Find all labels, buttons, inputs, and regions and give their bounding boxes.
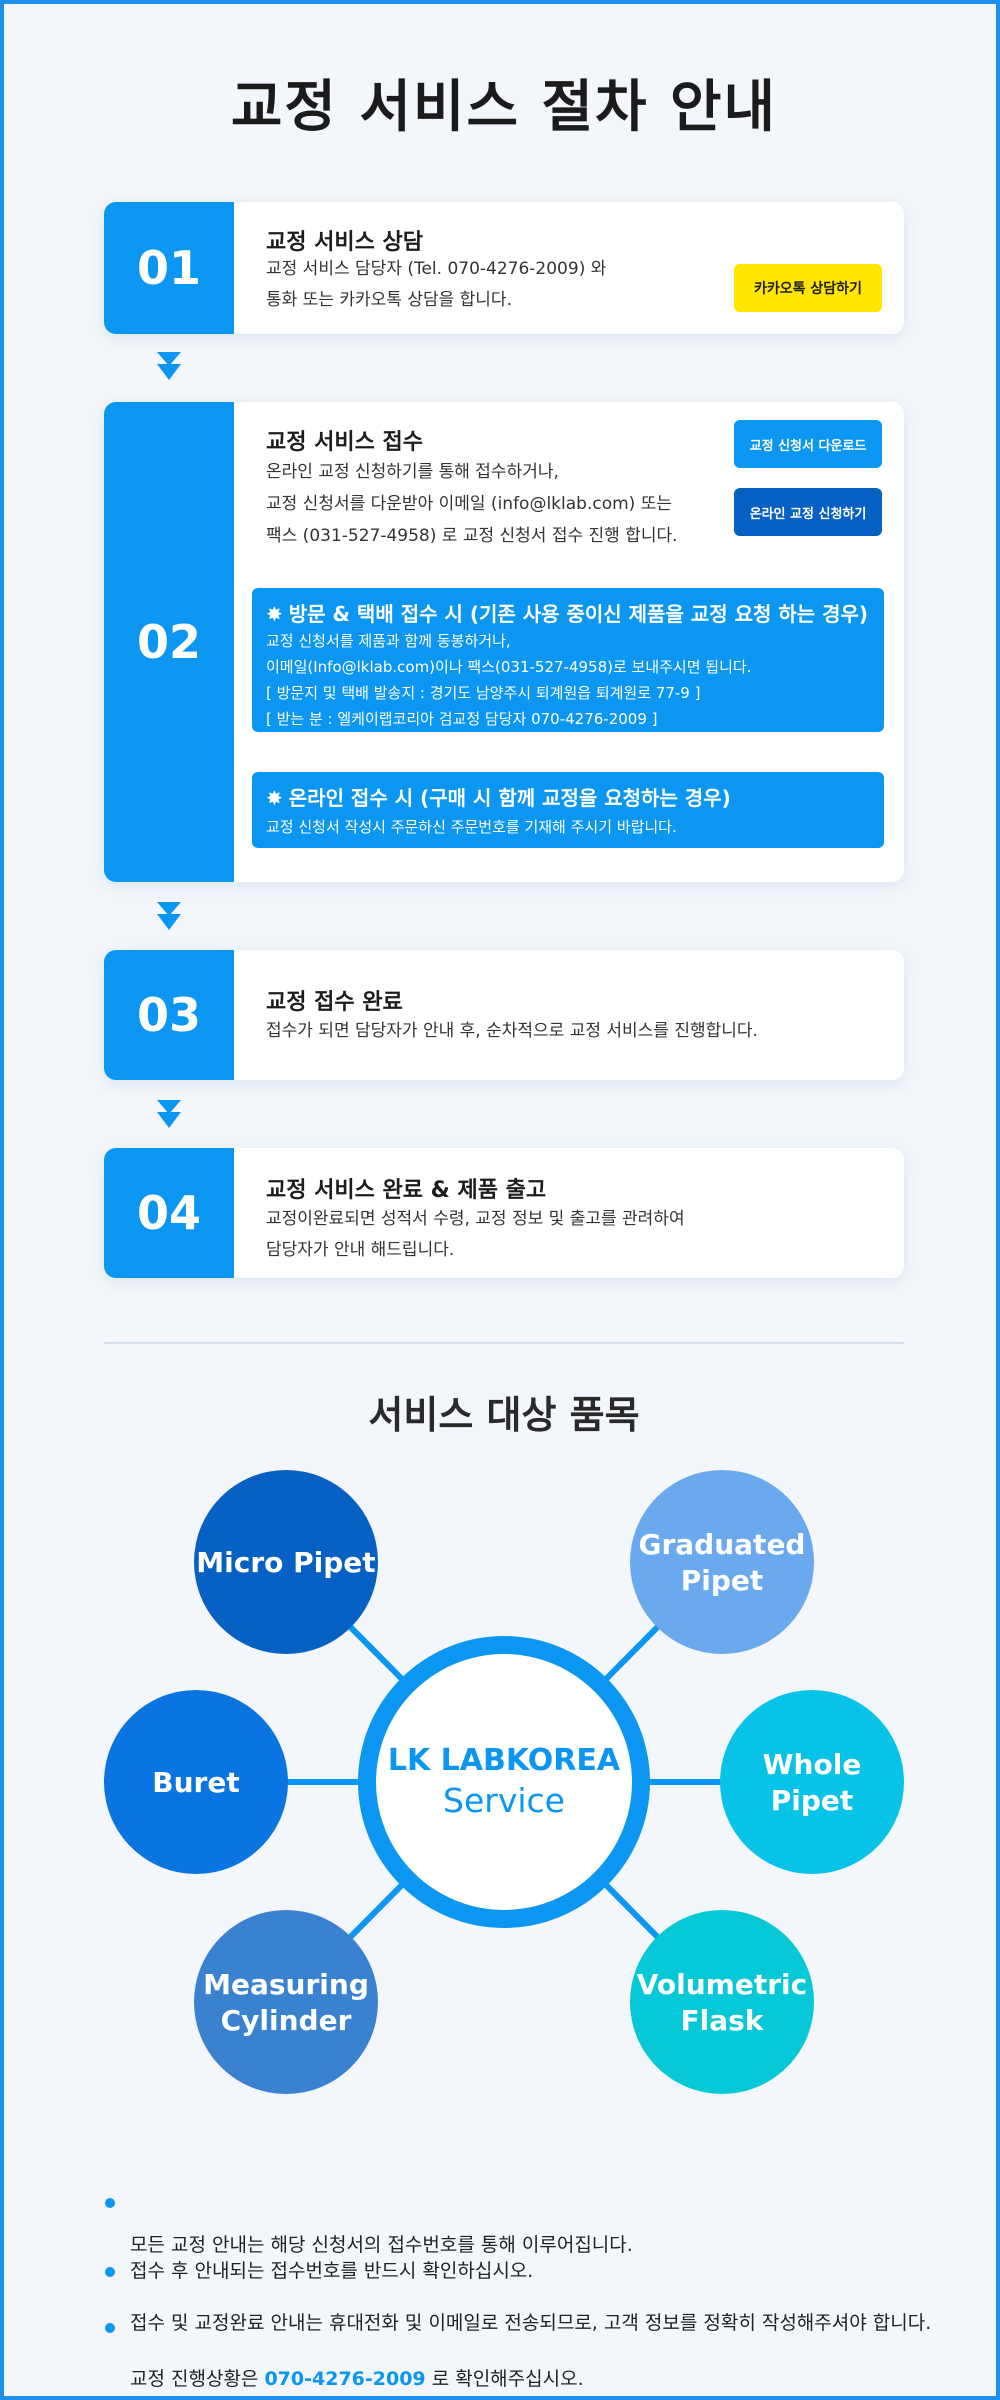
star-bullet-icon: [105, 2198, 115, 2208]
step-number: 04: [104, 1148, 234, 1278]
bubble-label: Buret: [152, 1766, 239, 1799]
service-bubble-buret: Buret: [104, 1690, 288, 1874]
service-bubble-micro-pipet: Micro Pipet: [194, 1470, 378, 1654]
notice-title: ✸방문 & 택배 접수 시 (기존 사용 중이신 제품을 교정 요청 하는 경우…: [266, 598, 868, 627]
step-number: 03: [104, 950, 234, 1080]
note-text: 로 확인해주십시오.: [425, 2368, 584, 2390]
step-card-03: 03 교정 접수 완료 접수가 되면 담당자가 안내 후, 순차적으로 교정 서…: [104, 950, 904, 1080]
step-description: 온라인 교정 신청하기를 통해 접수하거나, 교정 신청서를 다운받아 이메일 …: [266, 462, 678, 546]
notice-online: ✸온라인 접수 시 (구매 시 함께 교정을 요청하는 경우) 교정 신청서 작…: [252, 772, 884, 848]
step-number: 02: [104, 402, 234, 882]
bubble-label: Measuring: [203, 1968, 369, 2001]
service-bubble-measuring-cylinder: Measuring Cylinder: [194, 1910, 378, 2094]
note-text: 접수 및 교정완료 안내는 휴대전화 및 이메일로 전송되므로, 고객 정보를 …: [130, 2312, 932, 2334]
notice-title-text: 온라인 접수 시 (구매 시 함께 교정을 요청하는 경우): [288, 786, 731, 810]
bubble-label: Pipet: [771, 1784, 854, 1817]
down-arrow-icon: [157, 1100, 181, 1128]
note-text: 모든 교정 안내는 해당 신청서의 접수번호를 통해 이루어집니다. 접수 후 …: [130, 2234, 633, 2282]
step-card-04: 04 교정 서비스 완료 & 제품 출고 교정이완료되면 성적서 수령, 교정 …: [104, 1148, 904, 1278]
services-title: 서비스 대상 품목: [368, 1393, 640, 1437]
bubble-label: Micro Pipet: [196, 1546, 375, 1579]
step-title: 교정 접수 완료: [266, 990, 403, 1015]
notice-title-text: 방문 & 택배 접수 시 (기존 사용 중이신 제품을 교정 요청 하는 경우): [288, 602, 869, 626]
bubble-label: Cylinder: [221, 2004, 352, 2037]
step-description: 교정 서비스 담당자 (Tel. 070-4276-2009) 와 통화 또는 …: [266, 259, 607, 310]
step-card-02: 02 교정 서비스 접수 온라인 교정 신청하기를 통해 접수하거나, 교정 신…: [104, 402, 904, 882]
star-bullet-icon: ✸: [266, 602, 283, 626]
kakao-consult-button[interactable]: 카카오톡 상담하기: [734, 264, 882, 312]
notice-title: ✸온라인 접수 시 (구매 시 함께 교정을 요청하는 경우): [266, 782, 731, 811]
star-bullet-icon: [105, 2267, 115, 2277]
notice-visit-delivery: ✸방문 & 택배 접수 시 (기존 사용 중이신 제품을 교정 요청 하는 경우…: [252, 588, 884, 732]
bubble-circle: [194, 1470, 378, 1654]
bubble-circle: [720, 1690, 904, 1874]
center-hub-line1: LK LABKOREA: [388, 1743, 621, 1778]
page-title: 교정 서비스 절차 안내: [230, 75, 778, 140]
bubble-label: Whole: [763, 1748, 862, 1781]
bubble-circle: [630, 1910, 814, 2094]
service-bubble-graduated-pipet: Graduated Pipet: [630, 1470, 814, 1654]
step-title: 교정 서비스 접수: [266, 430, 423, 455]
step-description: 접수가 되면 담당자가 안내 후, 순차적으로 교정 서비스를 진행합니다.: [266, 1021, 758, 1041]
step-description: 교정이완료되면 성적서 수령, 교정 정보 및 출고를 관려하여 담당자가 안내…: [266, 1209, 685, 1260]
step-number: 01: [104, 202, 234, 334]
bubble-label: Graduated: [639, 1528, 806, 1561]
services-diagram: Micro Pipet Graduated Pipet Buret Whole …: [104, 1470, 904, 2094]
step-title: 교정 서비스 상담: [266, 230, 423, 255]
bubble-circle: [104, 1690, 288, 1874]
star-bullet-icon: ✸: [266, 786, 283, 810]
online-apply-button[interactable]: 온라인 교정 신청하기: [734, 488, 882, 536]
bubble-circle: [630, 1470, 814, 1654]
note-item: 교정 진행상황은 070-4276-2009 로 확인해주십시오.: [104, 2314, 950, 2392]
star-bullet-icon: [105, 2323, 115, 2333]
down-arrow-icon: [157, 352, 181, 380]
note-item: 접수 및 교정완료 안내는 휴대전화 및 이메일로 전송되므로, 고객 정보를 …: [104, 2258, 950, 2336]
phone-number-link[interactable]: 070-4276-2009: [264, 2368, 426, 2390]
service-bubble-whole-pipet: Whole Pipet: [720, 1690, 904, 1874]
step-card-01: 01 교정 서비스 상담 교정 서비스 담당자 (Tel. 070-4276-2…: [104, 202, 904, 334]
service-bubble-volumetric-flask: Volumetric Flask: [630, 1910, 814, 2094]
center-hub: LK LABKOREA Service: [358, 1636, 650, 1928]
bubble-circle: [194, 1910, 378, 2094]
bubble-label: Pipet: [681, 1564, 764, 1597]
notice-body: 교정 신청서 작성시 주문하신 주문번호를 기재해 주시기 바랍니다.: [266, 818, 677, 836]
section-divider: [104, 1342, 904, 1344]
step-title: 교정 서비스 완료 & 제품 출고: [266, 1178, 547, 1203]
down-arrow-icon: [157, 902, 181, 930]
note-item: 모든 교정 안내는 해당 신청서의 접수번호를 통해 이루어집니다. 접수 후 …: [104, 2180, 950, 2284]
bubble-label: Flask: [681, 2004, 765, 2037]
bubble-label: Volumetric: [637, 1968, 807, 2001]
notice-body: 교정 신청서를 제품과 함께 동봉하거나, 이메일(Info@lklab.com…: [266, 632, 752, 728]
note-text: 교정 진행상황은: [130, 2368, 265, 2390]
center-hub-line2: Service: [443, 1781, 565, 1820]
download-form-button[interactable]: 교정 신청서 다운로드: [734, 420, 882, 468]
